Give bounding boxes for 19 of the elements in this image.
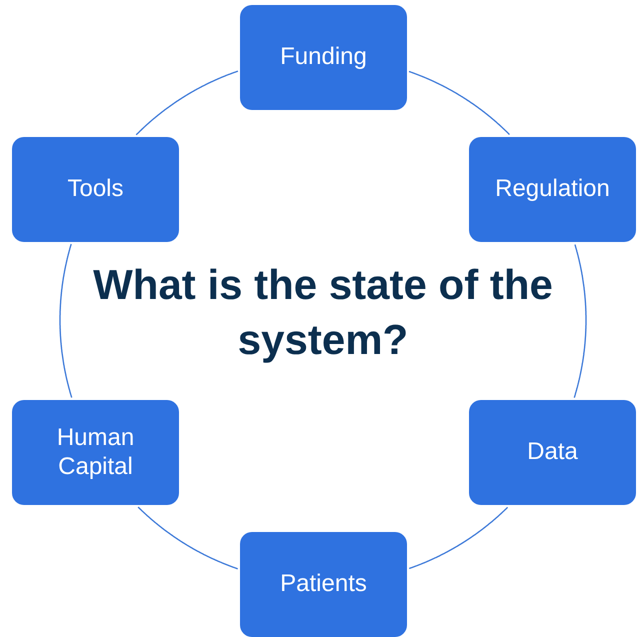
process-box <box>12 137 179 242</box>
box-label: Patients <box>280 570 367 599</box>
box-label: Funding <box>280 43 367 72</box>
box-label: Data <box>527 438 578 467</box>
process-box <box>469 137 636 242</box>
connector-arc <box>408 70 510 135</box>
connector-arc <box>136 70 238 136</box>
connector-arc <box>59 244 72 398</box>
process-box <box>12 400 179 505</box>
box-label: Tools <box>67 175 124 204</box>
box-label: Human Capital <box>56 424 136 482</box>
connector-arc <box>574 244 587 398</box>
process-box <box>469 400 636 505</box>
connector-arc <box>408 506 508 570</box>
process-box <box>240 532 407 637</box>
box-label: Regulation <box>495 175 610 204</box>
process-box <box>240 5 407 110</box>
title: What is the state of the system? <box>92 260 554 365</box>
connector-arc <box>138 506 238 570</box>
